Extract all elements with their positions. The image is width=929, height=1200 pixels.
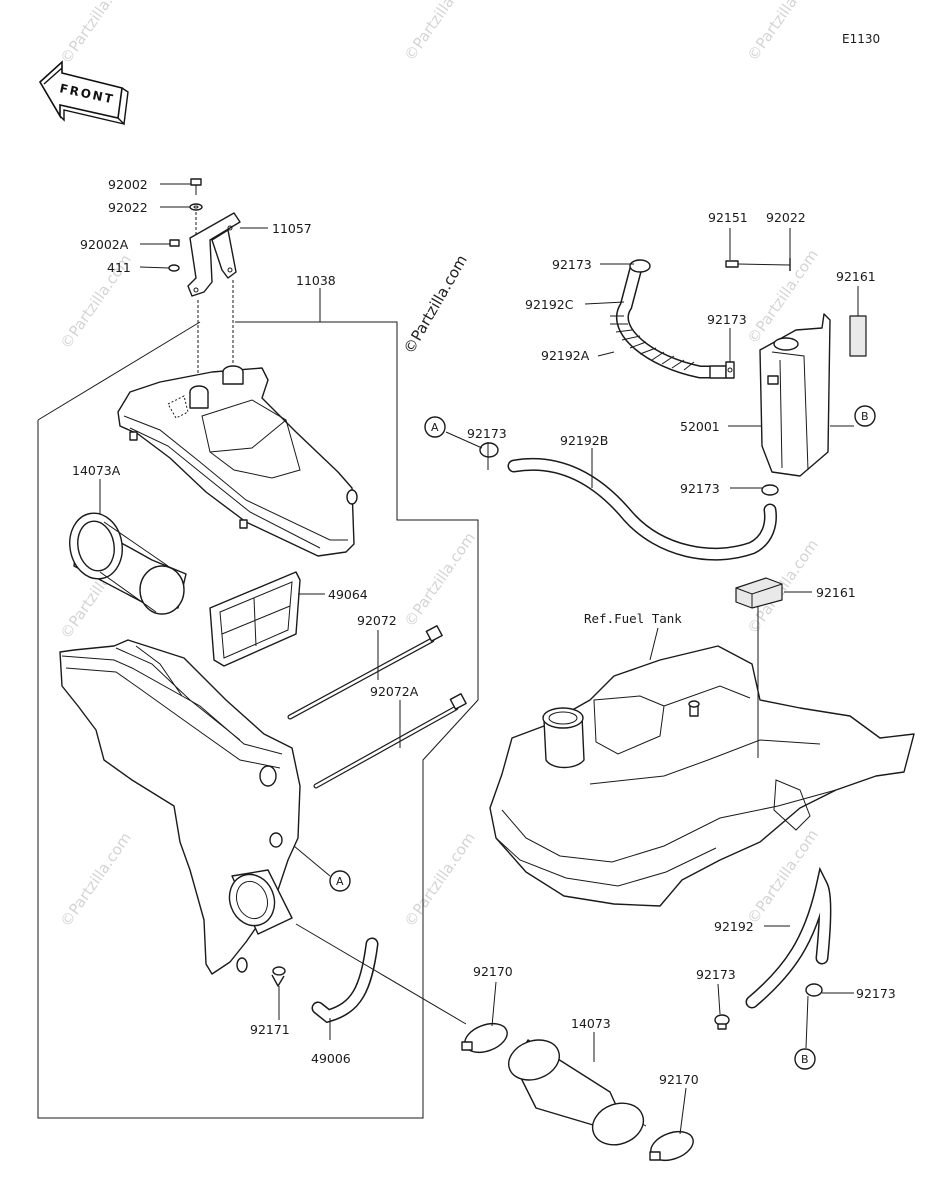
part-label-92192c: 92192C (525, 297, 574, 312)
leader-lines (99, 183, 859, 1135)
callout-b-bottom: B (794, 1048, 816, 1070)
part-label-411: 411 (107, 260, 131, 275)
part-label-92173: 92173 (680, 481, 720, 496)
intake-duct-14073 (295, 923, 694, 1162)
watermark-center: ©Partzilla.com (400, 252, 471, 357)
airbox-cover (117, 365, 358, 557)
gasket-49064 (209, 571, 301, 667)
part-label-92171: 92171 (250, 1022, 290, 1037)
part-label-92022: 92022 (108, 200, 148, 215)
diagram-code: E1130 (842, 32, 880, 46)
callout-a-label: A (431, 421, 439, 434)
part-label-92151: 92151 (708, 210, 748, 225)
hose-92192 (714, 866, 832, 1030)
callout-b-top: B (854, 405, 876, 427)
part-label-11057: 11057 (272, 221, 312, 236)
drain-hose-49006 (311, 937, 379, 1024)
part-label-92173: 92173 (856, 986, 896, 1001)
clamp-92171 (271, 966, 286, 987)
part-label-92072a: 92072A (370, 684, 419, 699)
front-arrow-icon: FRONT (38, 60, 129, 126)
part-label-92161: 92161 (816, 585, 856, 600)
hose-92192b (479, 442, 777, 561)
assembly-outline (37, 321, 479, 1119)
watermark: ©Partzilla.com (57, 829, 135, 930)
part-label-52001: 52001 (680, 419, 720, 434)
airbox-body (59, 639, 301, 975)
part-label-92072: 92072 (357, 613, 397, 628)
part-label-92192: 92192 (714, 919, 754, 934)
fuel-tank-reference (489, 577, 915, 907)
part-label-92192a: 92192A (541, 348, 590, 363)
part-label-11038: 11038 (296, 273, 336, 288)
watermark: ©Partzilla.com (57, 0, 135, 67)
part-label-92173: 92173 (552, 257, 592, 272)
part-label-92170: 92170 (473, 964, 513, 979)
part-label-49006: 49006 (311, 1051, 351, 1066)
breather-separator (610, 258, 867, 496)
part-label-14073: 14073 (571, 1016, 611, 1031)
callout-b-label: B (801, 1053, 809, 1066)
watermark: ©Partzilla.com (401, 0, 479, 64)
callout-a-label: A (336, 875, 344, 888)
part-label-92161: 92161 (836, 269, 876, 284)
reference-fuel-tank-label: Ref.Fuel Tank (584, 611, 682, 626)
part-label-92002: 92002 (108, 177, 148, 192)
air-filter-element-14073a (69, 512, 187, 615)
bracket-hardware (168, 178, 241, 385)
callout-a-top: A (424, 416, 446, 438)
part-label-14073a: 14073A (72, 463, 121, 478)
part-labels: 92002 92022 92002A 411 11057 11038 14073… (72, 177, 896, 1087)
part-label-92192b: 92192B (560, 433, 608, 448)
watermark: ©Partzilla.com (744, 0, 822, 64)
part-label-49064: 49064 (328, 587, 368, 602)
watermark: ©Partzilla.com (401, 829, 479, 930)
part-label-92173: 92173 (707, 312, 747, 327)
part-label-92173: 92173 (696, 967, 736, 982)
part-label-92170: 92170 (659, 1072, 699, 1087)
part-label-92173: 92173 (467, 426, 507, 441)
callout-a-bottom: A (329, 870, 351, 892)
cable-ties (287, 625, 467, 789)
callout-b-label: B (861, 410, 869, 423)
part-label-92002a: 92002A (80, 237, 129, 252)
part-label-92022: 92022 (766, 210, 806, 225)
watermark: ©Partzilla.com (401, 529, 479, 630)
